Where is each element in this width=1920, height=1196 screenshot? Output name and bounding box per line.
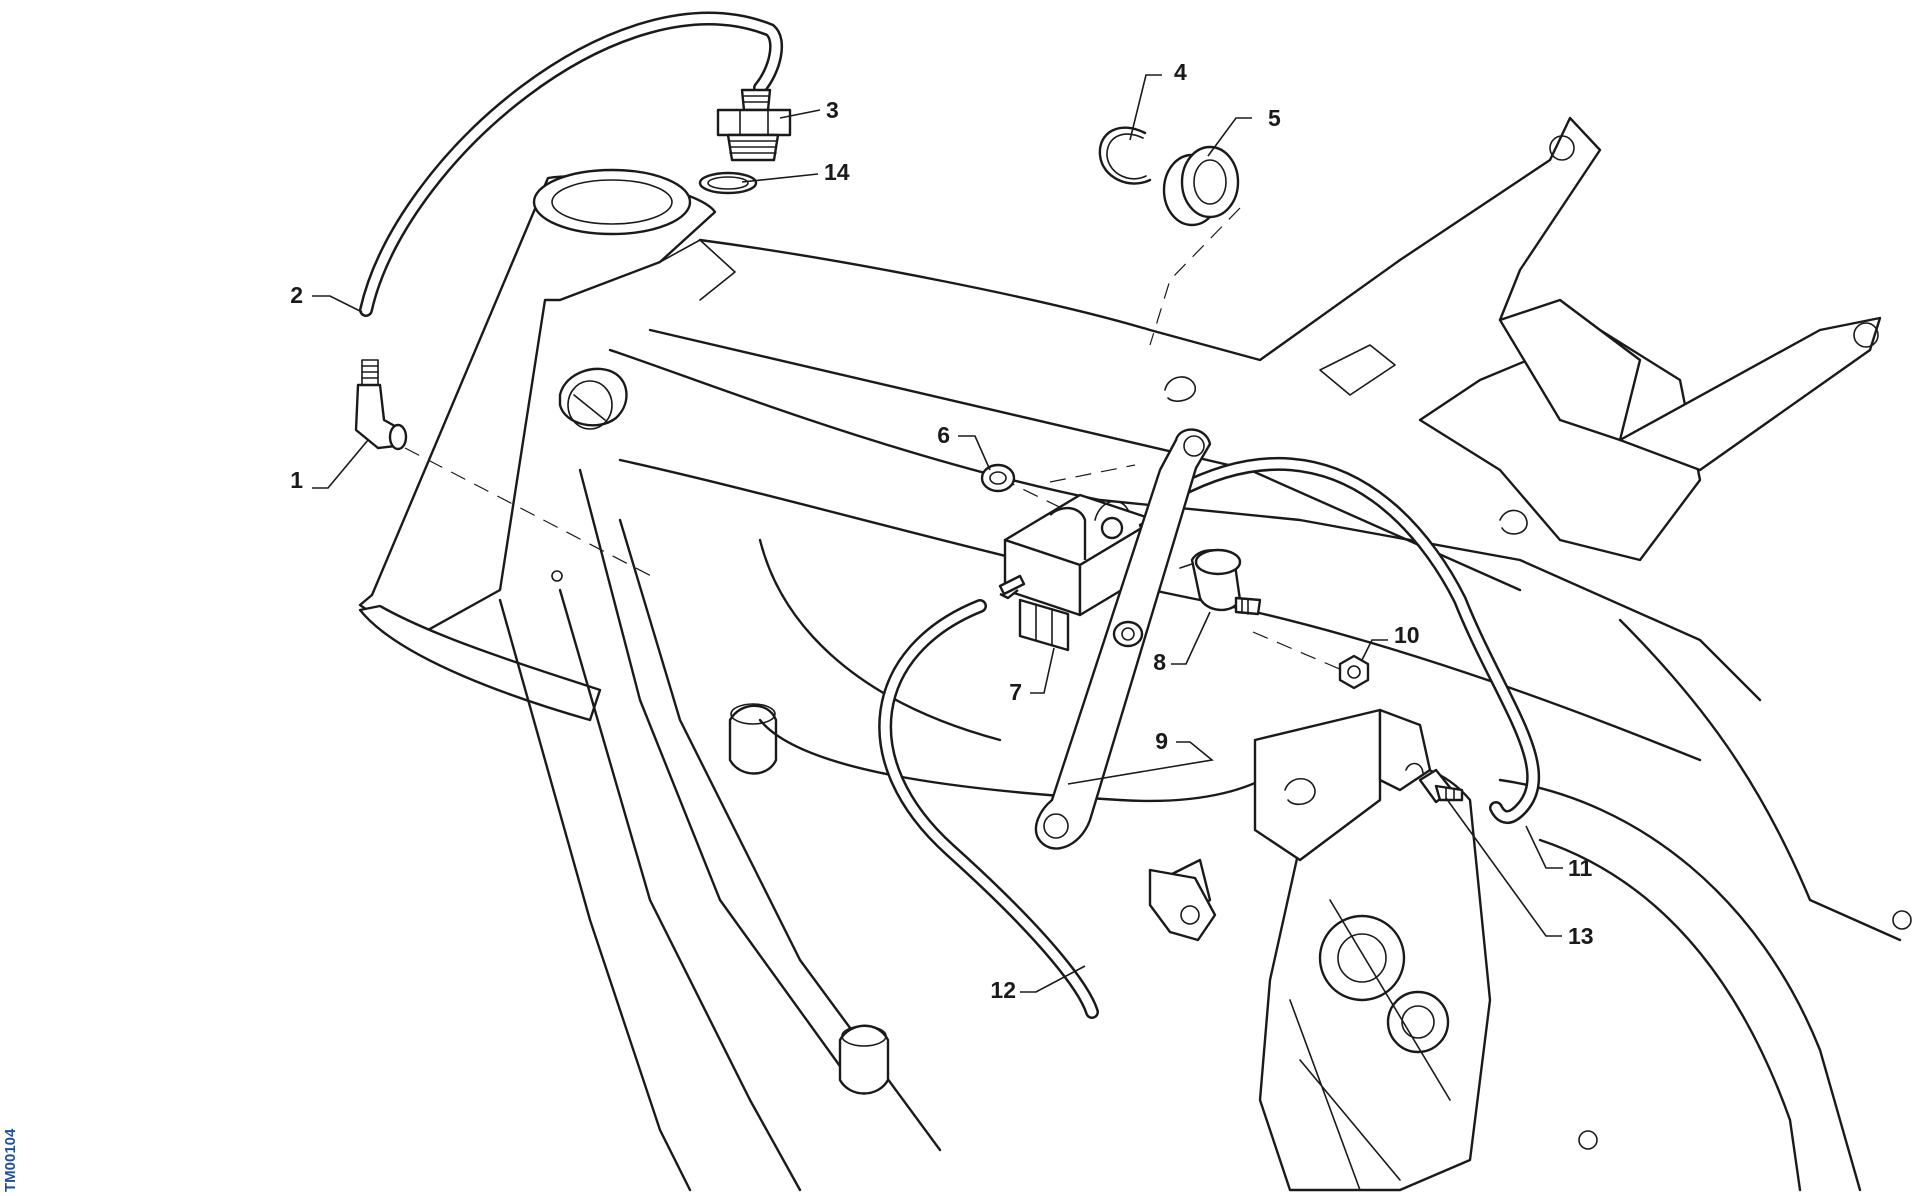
part-8-rubber-mount: [1179, 548, 1262, 616]
callout-2: 2: [290, 282, 303, 308]
callout-labels: 1 2 3 4 5 6 7 8 9 10 11 12 13 14: [290, 59, 1593, 1003]
part-7-solenoid-valve: [998, 493, 1170, 652]
drawing-code: TM00104: [2, 1128, 19, 1192]
leader-lines: [312, 74, 1563, 993]
motorcycle-frame: [358, 116, 1912, 1192]
callout-6: 6: [937, 422, 950, 448]
callout-9: 9: [1155, 728, 1168, 754]
part-3-fitting: [716, 88, 792, 162]
callout-10: 10: [1394, 622, 1420, 648]
part-9-bracket: [1034, 428, 1212, 850]
callout-13: 13: [1568, 923, 1594, 949]
callout-3: 3: [826, 97, 839, 123]
part-6-nut: [980, 463, 1016, 493]
callout-7: 7: [1009, 679, 1022, 705]
part-1-elbow-fitting: [354, 359, 408, 451]
hose-11: [1170, 457, 1541, 824]
callout-14: 14: [824, 159, 850, 185]
part-14-o-ring: [698, 171, 758, 195]
callout-1: 1: [290, 467, 303, 493]
callout-4: 4: [1174, 59, 1187, 85]
hose-12: [878, 599, 1099, 1019]
callout-12: 12: [990, 977, 1016, 1003]
callout-11: 11: [1568, 855, 1593, 881]
callout-5: 5: [1268, 105, 1281, 131]
part-13-fitting: [1405, 762, 1464, 804]
part-4-circlip: [1098, 126, 1152, 185]
hose-2: [359, 11, 784, 317]
part-5-grommet: [1162, 145, 1240, 227]
callout-8: 8: [1153, 649, 1166, 675]
part-10-nut: [1338, 654, 1370, 690]
